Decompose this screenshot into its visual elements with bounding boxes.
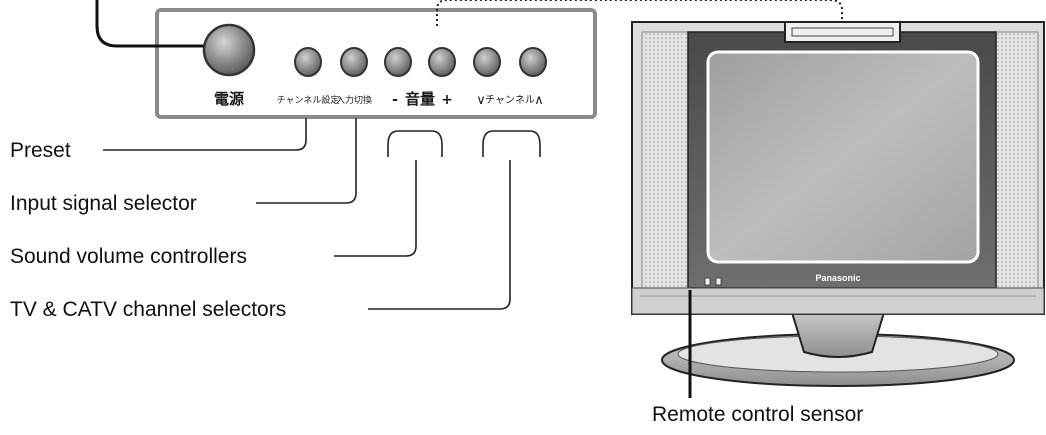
tv-brand-logo: Panasonic — [815, 273, 860, 283]
power-leader-line — [95, 0, 205, 48]
panel-buttons — [294, 47, 547, 77]
volume-down-button — [384, 47, 412, 77]
input-leader — [256, 118, 357, 204]
channel-up-button — [519, 47, 547, 77]
callout-preset: Preset — [10, 139, 71, 162]
tv-screen — [706, 50, 980, 264]
right-speaker-grille — [995, 31, 1039, 289]
power-button — [202, 23, 256, 77]
tv-bottom-strip — [631, 287, 1045, 315]
input-label: 入力切換 — [336, 94, 372, 106]
input-selector-button — [340, 47, 368, 77]
preset-button — [294, 47, 322, 77]
callout-channel-selectors: TV & CATV channel selectors — [10, 298, 287, 321]
channel-bracket — [482, 130, 541, 157]
volume-plus-label: + — [441, 92, 453, 108]
channel-label: チャンネル — [485, 94, 535, 106]
preset-leader — [103, 118, 307, 151]
callout-volume-controllers: Sound volume controllers — [10, 245, 247, 268]
channel-down-button — [473, 47, 501, 77]
channel-up-label: ∧ — [534, 93, 544, 108]
left-speaker-grille — [641, 31, 689, 289]
volume-label: 音量 — [405, 90, 435, 108]
channel-leader — [368, 160, 511, 310]
channel-down-label: ∨ — [476, 93, 486, 108]
volume-minus-label: - — [392, 92, 398, 108]
callout-input-selector: Input signal selector — [10, 192, 197, 215]
power-indicator — [715, 277, 722, 286]
tv-top-control-area — [784, 21, 901, 43]
callout-leaders — [103, 118, 541, 310]
volume-leader — [334, 160, 417, 257]
callout-remote-sensor: Remote control sensor — [652, 403, 864, 426]
tv-illustration: Panasonic — [631, 21, 1045, 387]
volume-up-button — [428, 47, 456, 77]
preset-label: チャンネル設定 — [277, 94, 340, 106]
power-label: 電源 — [214, 90, 244, 108]
control-panel — [155, 8, 597, 119]
panel-zoom-connector — [436, 0, 843, 26]
tv-stand-neck — [788, 305, 888, 358]
volume-bracket — [387, 130, 443, 157]
remote-sensor-window — [704, 277, 711, 286]
